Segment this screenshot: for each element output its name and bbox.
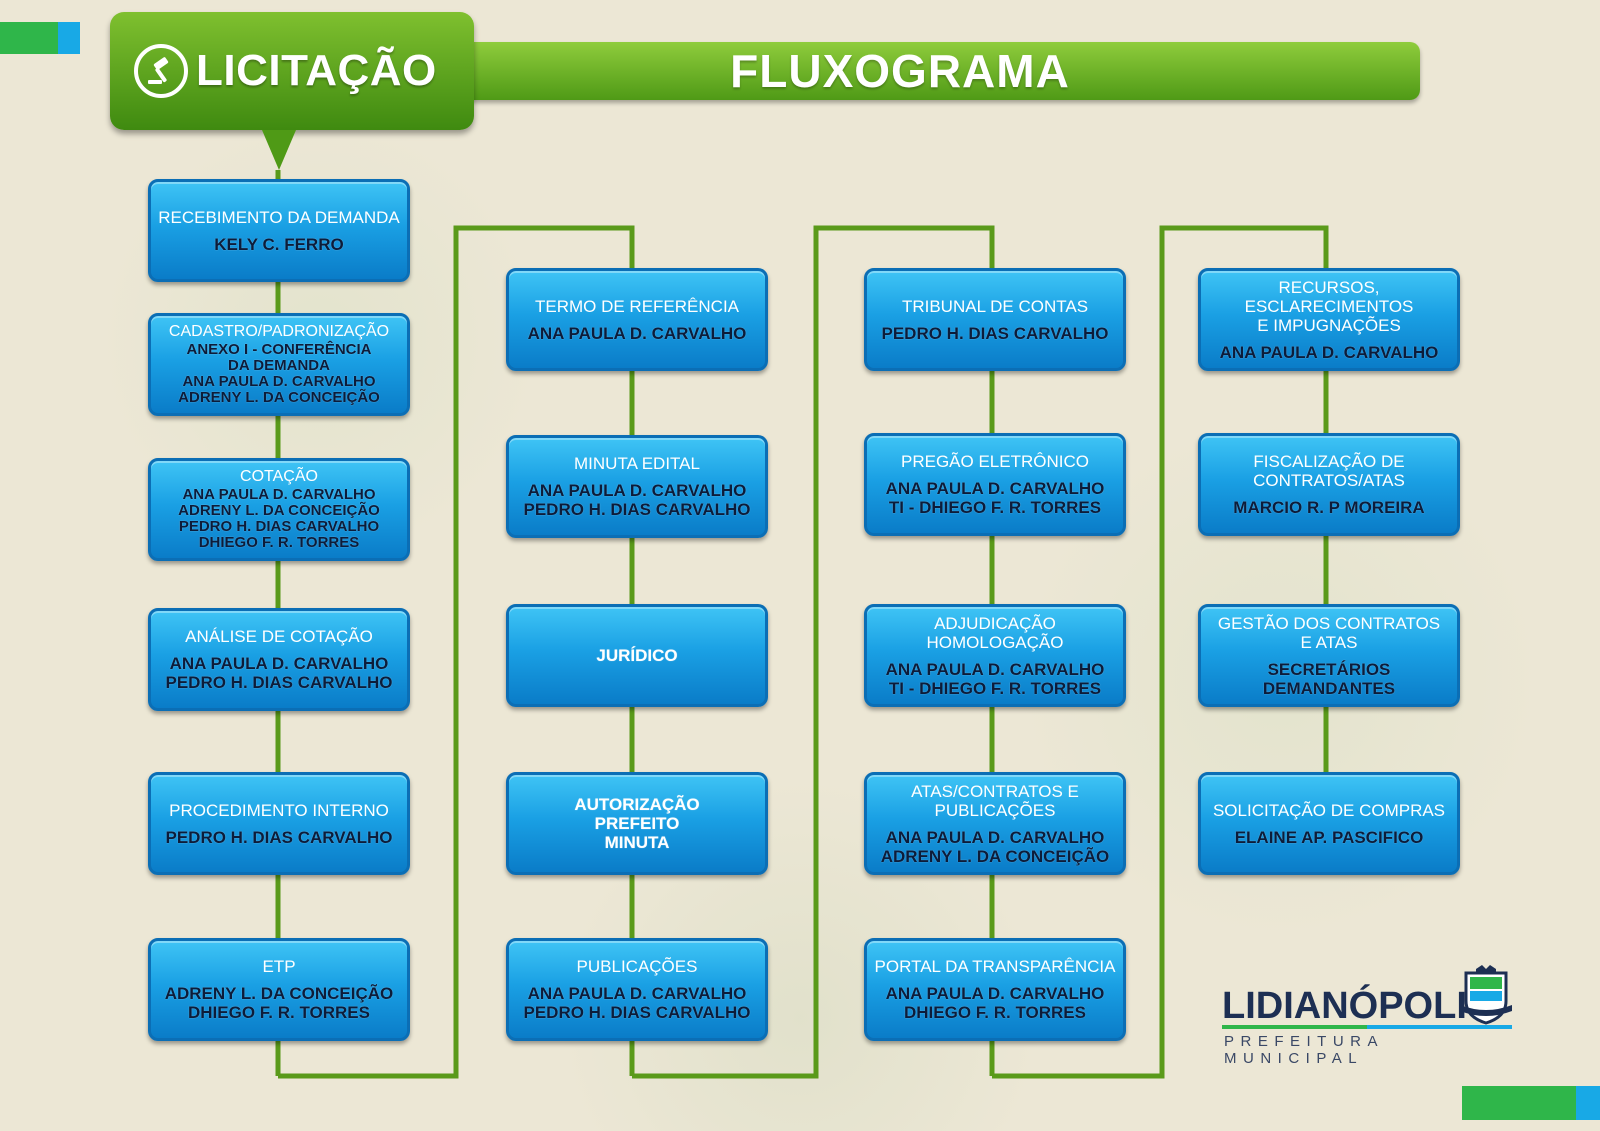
connector-3-4 bbox=[992, 225, 1329, 1079]
corner-stripe-green bbox=[1462, 1086, 1576, 1120]
step-responsible: SECRETÁRIOS bbox=[1267, 659, 1391, 679]
step-responsible: ANA PAULA D. CARVALHO bbox=[527, 481, 747, 500]
step-responsible: ADRENY L. DA CONCEIÇÃO bbox=[880, 846, 1110, 866]
step-responsible: ANA PAULA D. CARVALHO bbox=[885, 479, 1105, 498]
step-responsible: PEDRO H. DIAS CARVALHO bbox=[165, 673, 393, 692]
step-title: GESTÃO DOS CONTRATOS bbox=[1217, 613, 1441, 633]
step-responsible: ANA PAULA D. CARVALHO bbox=[527, 984, 747, 1003]
step-title: RECEBIMENTO DA DEMANDA bbox=[158, 207, 400, 227]
step-responsible: PEDRO H. DIAS CARVALHO bbox=[881, 323, 1109, 343]
step-responsible: ANA PAULA D. CARVALHO bbox=[885, 659, 1105, 679]
step-title: PROCEDIMENTO INTERNO bbox=[169, 800, 389, 820]
logo-subtitle: PREFEITURA MUNICIPAL bbox=[1224, 1033, 1384, 1067]
step-responsible: ANA PAULA D. CARVALHO bbox=[885, 984, 1105, 1003]
step-responsible: PEDRO H. DIAS CARVALHO bbox=[523, 1003, 751, 1022]
step-responsible: ANA PAULA D. CARVALHO bbox=[1219, 342, 1439, 362]
step-responsible: PEDRO H. DIAS CARVALHO bbox=[178, 518, 380, 535]
step-title: HOMOLOGAÇÃO bbox=[926, 632, 1064, 652]
logo-name: LIDIANÓPOLIS bbox=[1222, 985, 1493, 1027]
step-responsible: DEMANDANTES bbox=[1262, 678, 1396, 698]
step-responsible: ELAINE AP. PASCIFICO bbox=[1234, 827, 1424, 847]
step-responsible: ANEXO I - CONFERÊNCIA bbox=[186, 341, 372, 358]
step-responsible: ANA PAULA D. CARVALHO bbox=[182, 486, 376, 503]
flowchart-title: FLUXOGRAMA bbox=[730, 45, 1070, 97]
step-responsible: ADRENY L. DA CONCEIÇÃO bbox=[164, 984, 394, 1003]
step-responsible: PEDRO H. DIAS CARVALHO bbox=[165, 827, 393, 847]
flow-step-box: TERMO DE REFERÊNCIA ANA PAULA D. CARVALHO bbox=[506, 268, 768, 371]
step-title: ETP bbox=[262, 957, 296, 976]
step-responsible: ANA PAULA D. CARVALHO bbox=[527, 323, 747, 343]
step-responsible: MARCIO R. P MOREIRA bbox=[1233, 498, 1425, 517]
step-responsible: TI - DHIEGO F. R. TORRES bbox=[888, 498, 1102, 517]
step-title: SOLICITAÇÃO DE COMPRAS bbox=[1212, 800, 1446, 820]
step-title: ADJUDICAÇÃO bbox=[934, 613, 1056, 633]
step-responsible: DHIEGO F. R. TORRES bbox=[198, 534, 360, 551]
step-title: COTAÇÃO bbox=[240, 468, 318, 485]
section-title: LICITAÇÃO bbox=[196, 46, 437, 95]
flow-step-box: TRIBUNAL DE CONTAS PEDRO H. DIAS CARVALHO bbox=[864, 268, 1126, 371]
step-title: TRIBUNAL DE CONTAS bbox=[901, 296, 1089, 316]
step-title: PUBLICAÇÕES bbox=[576, 957, 698, 976]
step-responsible: ANA PAULA D. CARVALHO bbox=[182, 373, 376, 390]
flowchart-header: FLUXOGRAMA bbox=[440, 42, 1420, 100]
flow-step-box: PORTAL DA TRANSPARÊNCIA ANA PAULA D. CARV… bbox=[864, 938, 1126, 1041]
step-responsible: MINUTA bbox=[604, 833, 670, 852]
step-responsible: DHIEGO F. R. TORRES bbox=[188, 1003, 370, 1022]
municipality-logo: LIDIANÓPOLIS PREFEITURA MUNICIPAL bbox=[1222, 965, 1512, 1067]
step-title: CONTRATOS/ATAS bbox=[1253, 471, 1405, 490]
step-responsible: PEDRO H. DIAS CARVALHO bbox=[523, 500, 751, 519]
step-responsible: DA DEMANDA bbox=[228, 357, 330, 374]
corner-stripe-blue bbox=[58, 22, 80, 54]
step-responsible: AUTORIZAÇÃO bbox=[574, 795, 700, 814]
step-title: E ATAS bbox=[1300, 632, 1358, 652]
step-title: TERMO DE REFERÊNCIA bbox=[534, 296, 740, 316]
seal-icon bbox=[1460, 965, 1512, 1025]
corner-stripe-green bbox=[0, 22, 58, 54]
step-responsible: ANA PAULA D. CARVALHO bbox=[885, 827, 1105, 847]
flow-step-box: PROCEDIMENTO INTERNO PEDRO H. DIAS CARVAL… bbox=[148, 772, 410, 875]
step-responsible: ANA PAULA D. CARVALHO bbox=[169, 654, 389, 673]
step-title: ANÁLISE DE COTAÇÃO bbox=[185, 627, 373, 646]
step-title: RECURSOS, ESCLARECIMENTOS bbox=[1244, 277, 1414, 316]
step-title: FISCALIZAÇÃO DE bbox=[1253, 452, 1405, 471]
step-responsible: TI - DHIEGO F. R. TORRES bbox=[888, 678, 1102, 698]
step-title: MINUTA EDITAL bbox=[574, 454, 700, 473]
gavel-icon bbox=[134, 44, 188, 98]
step-title: PUBLICAÇÕES bbox=[934, 800, 1056, 820]
step-responsible: ADRENY L. DA CONCEIÇÃO bbox=[178, 389, 380, 406]
flow-step-box: JURÍDICO bbox=[506, 604, 768, 707]
section-badge: LICITAÇÃO bbox=[110, 12, 474, 130]
connector-1-2 bbox=[278, 225, 635, 1079]
connector-2-3 bbox=[632, 225, 995, 1079]
step-title: E IMPUGNAÇÕES bbox=[1257, 315, 1401, 335]
step-title: PORTAL DA TRANSPARÊNCIA bbox=[874, 957, 1116, 976]
corner-stripe-blue bbox=[1576, 1086, 1600, 1120]
start-arrow bbox=[262, 130, 296, 170]
step-responsible: ADRENY L. DA CONCEIÇÃO bbox=[178, 502, 380, 519]
step-responsible: KELY C. FERRO bbox=[214, 234, 344, 254]
step-title: ATAS/CONTRATOS E bbox=[911, 781, 1079, 801]
logo-divider bbox=[1222, 1025, 1512, 1029]
step-responsible: JURÍDICO bbox=[596, 646, 678, 665]
step-title: CADASTRO/PADRONIZAÇÃO bbox=[168, 323, 390, 340]
step-responsible: DHIEGO F. R. TORRES bbox=[904, 1003, 1086, 1022]
flow-step-box: SOLICITAÇÃO DE COMPRAS ELAINE AP. PASCIFI… bbox=[1198, 772, 1460, 875]
flow-step-box: RECEBIMENTO DA DEMANDA KELY C. FERRO bbox=[148, 179, 410, 282]
step-responsible: PREFEITO bbox=[594, 814, 680, 833]
step-title: PREGÃO ELETRÔNICO bbox=[901, 452, 1089, 471]
